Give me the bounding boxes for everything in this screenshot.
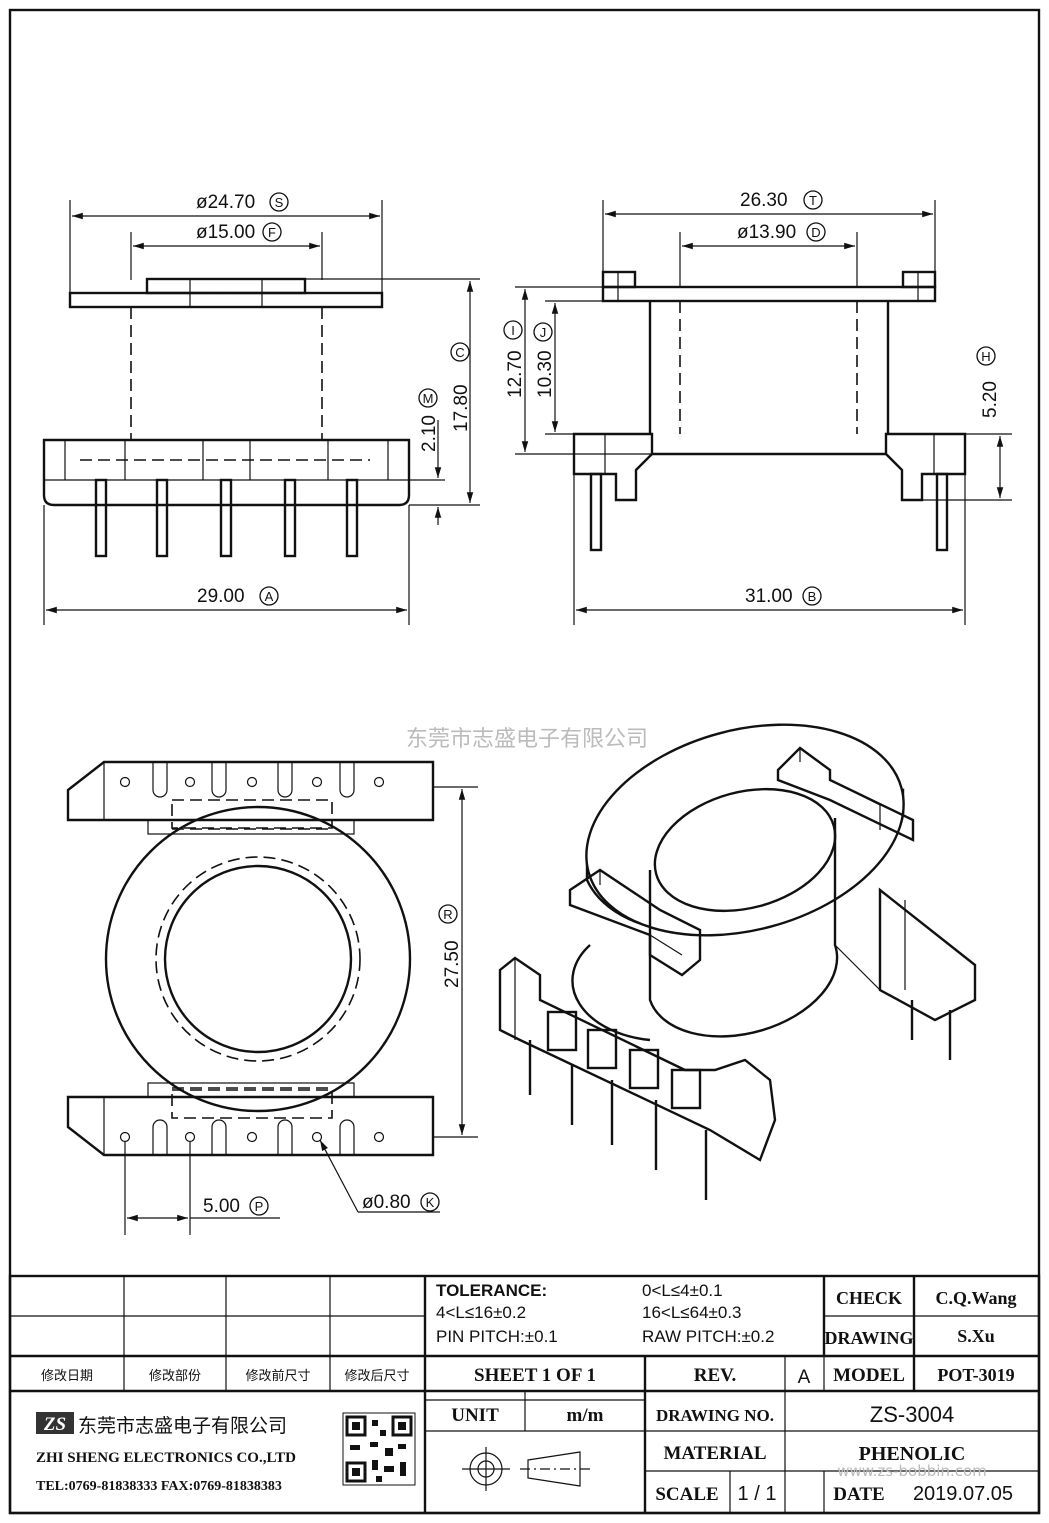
material-value: PHENOLIC [859, 1443, 966, 1465]
isometric-view [498, 723, 977, 1200]
dim-i-label: 12.70 [505, 350, 526, 398]
rev-header-after: 修改后尺寸 [344, 1369, 409, 1384]
dim-a-label: 29.00 [197, 586, 245, 607]
projection-symbol [462, 1447, 590, 1491]
dim-d-tag: D [811, 225, 820, 240]
check-value: C.Q.Wang [935, 1288, 1016, 1308]
dim-m-label: 2.10 [419, 415, 440, 452]
qr-code [342, 1412, 416, 1486]
rev-header-date: 修改日期 [41, 1369, 93, 1384]
dim-c-tag: C [455, 345, 464, 360]
dim-t-tag: T [809, 193, 817, 208]
dim-i-tag: I [511, 323, 515, 338]
bottom-view: 27.50 R 5.00 P ø0.80 K [66, 760, 478, 1235]
dim-f-tag: F [268, 225, 276, 240]
rev-header-part: 修改部份 [149, 1369, 201, 1384]
dim-p-label: 5.00 [203, 1196, 240, 1217]
dim-s-tag: S [275, 195, 284, 210]
sheet-label: SHEET 1 OF 1 [474, 1365, 596, 1386]
dim-b-label: 31.00 [745, 586, 793, 607]
dim-c-label: 17.80 [451, 384, 472, 432]
raw-pitch: RAW PITCH:±0.2 [642, 1327, 774, 1346]
dim-m-tag: M [423, 391, 434, 406]
rev-label: REV. [694, 1365, 736, 1386]
rev-header-before: 修改前尺寸 [245, 1368, 310, 1384]
watermark-url: www.zs-bobbin.com [837, 1462, 987, 1480]
unit-value: m/m [567, 1405, 604, 1426]
material-label: MATERIAL [663, 1443, 766, 1464]
dim-p-tag: P [255, 1199, 264, 1214]
dim-s-label: ø24.70 [196, 192, 255, 213]
front-view: ø24.70 S ø15.00 F 17.80 C 2.10 M 29.00 A [42, 192, 480, 625]
drawing-no-label: DRAWING NO. [656, 1406, 774, 1425]
dim-j-tag: J [540, 325, 547, 340]
tolerance-2: 4<L≤16±0.2 [436, 1303, 526, 1322]
dim-k-label: ø0.80 [362, 1192, 411, 1213]
company-name-en: ZHI SHENG ELECTRONICS CO.,LTD [36, 1450, 296, 1466]
company-logo: ZS [36, 1412, 74, 1435]
dim-h-label: 5.20 [980, 381, 1001, 418]
dim-a-tag: A [265, 589, 274, 604]
dim-r-label: 27.50 [442, 940, 463, 988]
pin-pitch: PIN PITCH:±0.1 [436, 1327, 558, 1346]
dim-j-label: 10.30 [535, 350, 556, 398]
dim-r-tag: R [443, 907, 452, 922]
dim-f-label: ø15.00 [196, 222, 255, 243]
check-label: CHECK [836, 1288, 902, 1308]
tolerance-label: TOLERANCE: [436, 1281, 547, 1300]
scale-value: 1 / 1 [738, 1483, 777, 1505]
unit-label: UNIT [451, 1405, 499, 1426]
logo-text: ZS [43, 1414, 66, 1435]
dim-t-label: 26.30 [740, 190, 788, 211]
side-view: 26.30 T ø13.90 D 12.70 I 10.30 J 5.20 H … [503, 190, 1012, 625]
scale-label: SCALE [655, 1484, 718, 1505]
model-value: POT-3019 [937, 1365, 1014, 1385]
dim-d-label: ø13.90 [737, 222, 796, 243]
date-value: 2019.07.05 [913, 1483, 1013, 1505]
drawing-no-value: ZS-3004 [870, 1402, 954, 1427]
title-block: TOLERANCE: 0<L≤4±0.1 4<L≤16±0.2 16<L≤64±… [8, 1274, 1041, 1515]
dim-k-tag: K [426, 1195, 435, 1210]
company-contact: TEL:0769-81838333 FAX:0769-81838383 [36, 1479, 282, 1494]
watermark: 东莞市志盛电子有限公司 [406, 727, 648, 752]
tolerance-3: 16<L≤64±0.3 [642, 1303, 742, 1322]
dim-b-tag: B [808, 589, 817, 604]
date-label: DATE [833, 1484, 884, 1505]
drawing-value: S.Xu [957, 1326, 995, 1346]
company-name-cn: 东莞市志盛电子有限公司 [78, 1415, 287, 1437]
tolerance-1: 0<L≤4±0.1 [642, 1281, 723, 1300]
rev-value: A [798, 1367, 811, 1388]
dim-h-tag: H [981, 349, 990, 364]
model-label: MODEL [833, 1365, 905, 1386]
drawing-label: DRAWING [824, 1328, 913, 1348]
